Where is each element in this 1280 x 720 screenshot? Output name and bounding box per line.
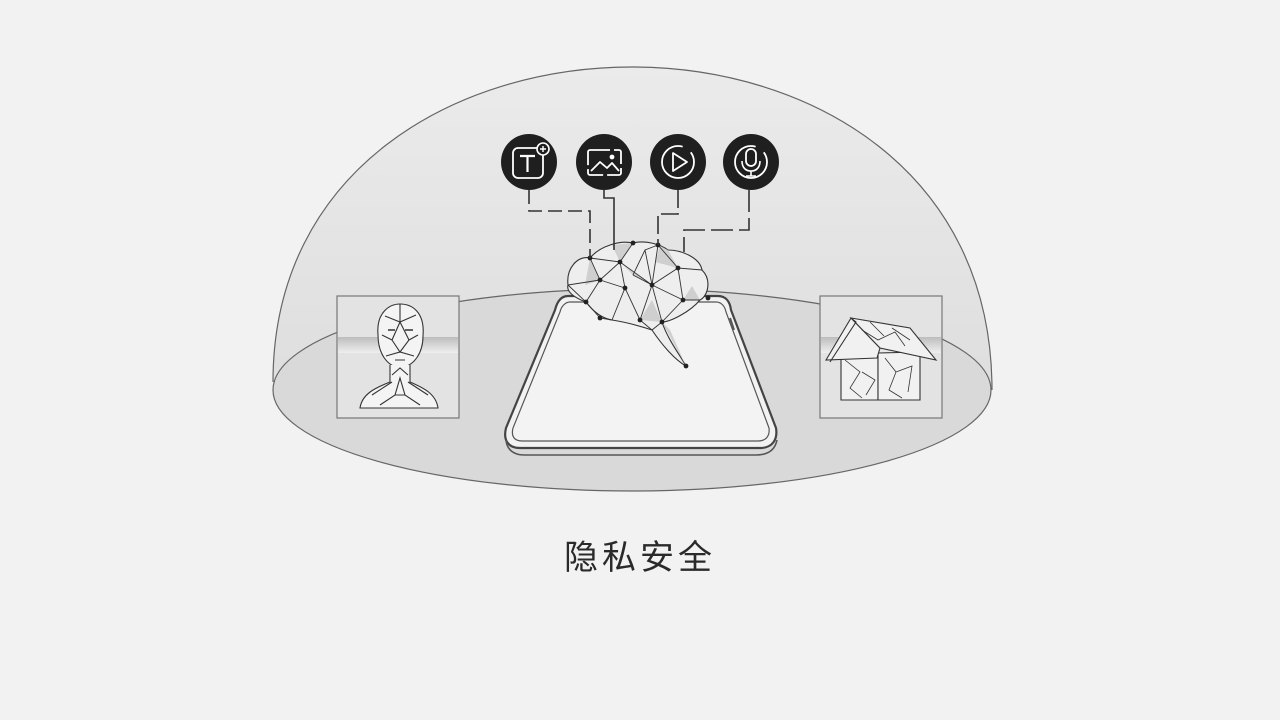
play-icon	[650, 134, 706, 190]
phone-device	[504, 294, 778, 456]
text-plus-icon	[501, 134, 557, 190]
home-scan-box	[819, 295, 943, 419]
diagram-caption: 隐私安全	[564, 538, 716, 578]
face-scan-box	[336, 295, 460, 419]
face-mesh-icon	[359, 303, 439, 409]
microphone-icon	[723, 134, 779, 190]
image-icon	[576, 134, 632, 190]
brain-mesh-icon	[567, 240, 711, 369]
house-mesh-icon	[825, 317, 938, 401]
connector-lines	[528, 190, 750, 258]
